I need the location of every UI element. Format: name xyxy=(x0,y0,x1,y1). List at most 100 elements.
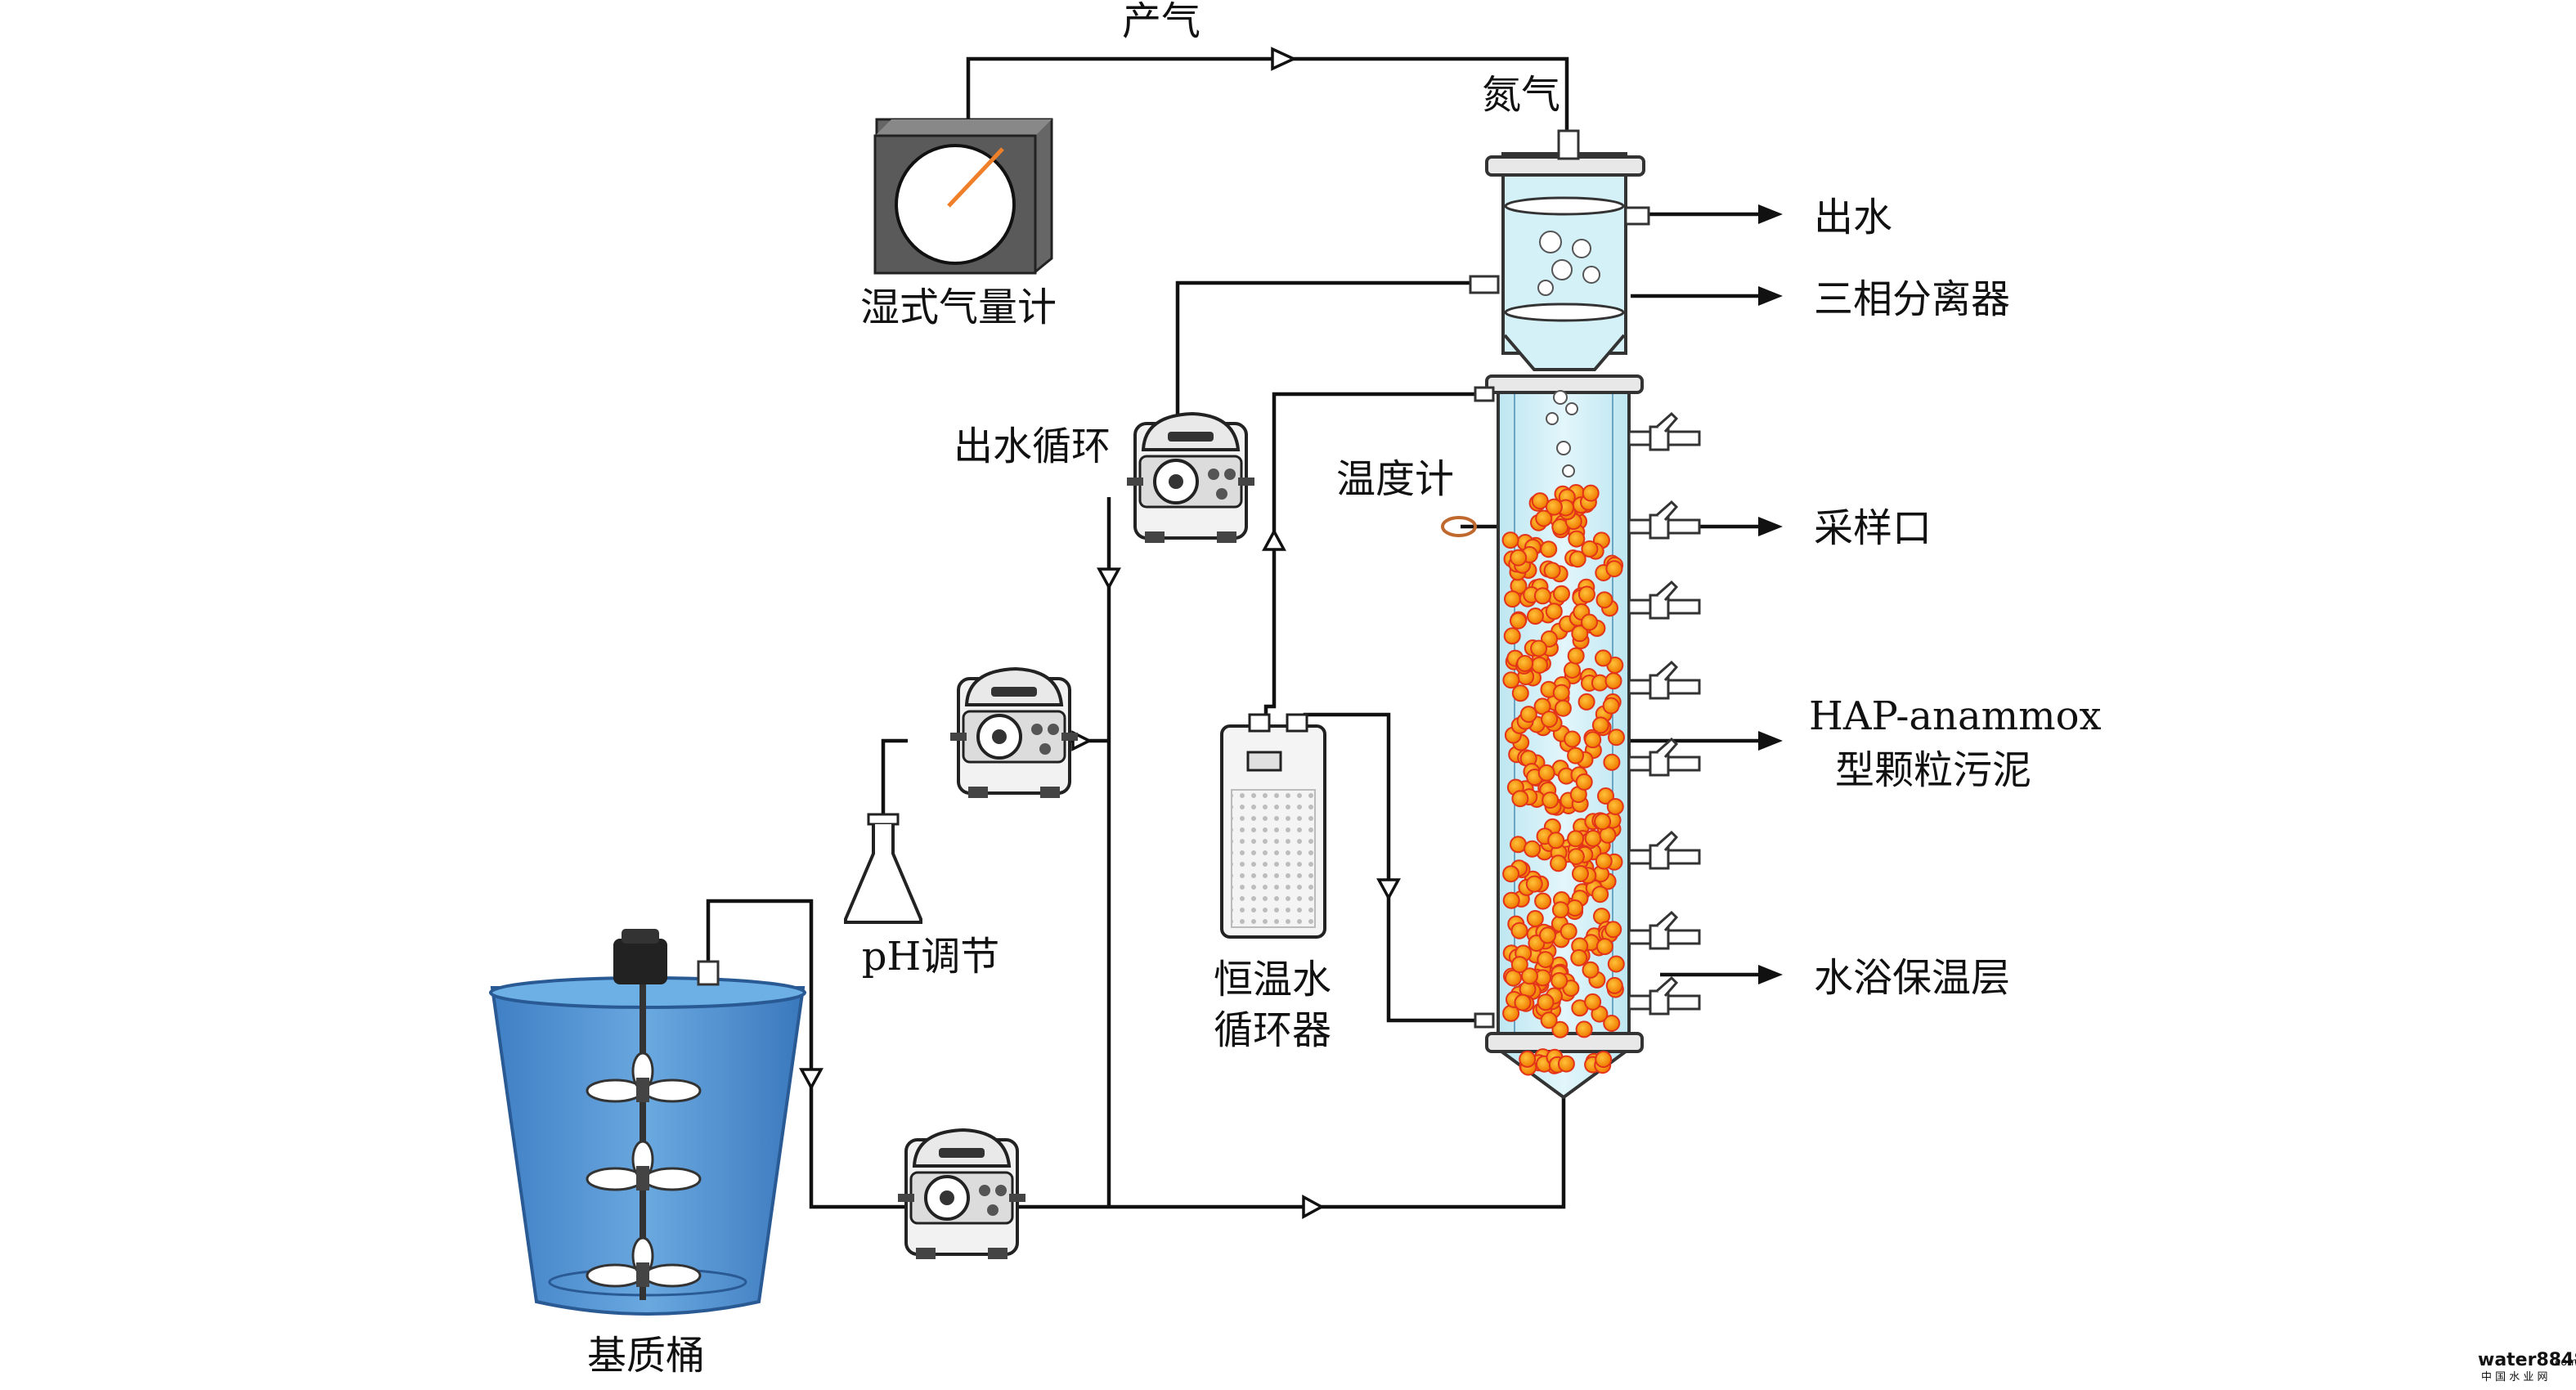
sampling-port[interactable] xyxy=(1627,581,1701,620)
sludge-granule xyxy=(1572,865,1589,882)
gas-bubble xyxy=(1582,266,1600,284)
gas-bubble xyxy=(1553,390,1568,405)
sampling-port[interactable] xyxy=(1627,976,1701,1016)
sludge-granule xyxy=(1541,711,1559,729)
recirc-pump[interactable] xyxy=(1125,412,1256,545)
sampling-port[interactable] xyxy=(1627,738,1701,777)
sludge-granule xyxy=(1553,585,1570,603)
label-sampling: 采样口 xyxy=(1814,505,1932,551)
sludge-granule xyxy=(1537,764,1555,782)
flow-arrow-thermostat-in xyxy=(1376,878,1401,901)
sludge-granule xyxy=(1533,697,1551,715)
sludge-granule xyxy=(1534,892,1552,910)
label-sludge-2: 型颗粒污泥 xyxy=(1835,747,2031,793)
label-thermostat-2: 循环器 xyxy=(1214,1007,1331,1053)
gas-bubble xyxy=(1562,464,1575,478)
sludge-granule xyxy=(1533,587,1551,605)
sludge-granule xyxy=(1605,976,1623,994)
flow-arrow-gas xyxy=(1271,47,1298,71)
recirc-line xyxy=(1175,280,1470,417)
tank-outlet-line xyxy=(706,899,908,1209)
label-effluent: 出水 xyxy=(1814,195,1892,240)
sludge-granule xyxy=(1594,813,1612,831)
sludge-granule xyxy=(1584,731,1602,749)
sludge-granule xyxy=(1540,1011,1558,1029)
sludge-granule xyxy=(1531,492,1549,510)
sludge-granule xyxy=(1568,550,1586,568)
sludge-granule xyxy=(1535,509,1553,527)
sludge-granule xyxy=(1539,926,1556,944)
sludge-granule xyxy=(1537,951,1555,969)
wet-gas-meter xyxy=(873,118,1053,275)
ph-flask xyxy=(844,813,922,924)
label-nitrogen: 氮气 xyxy=(1482,72,1560,118)
gas-line xyxy=(966,56,1569,139)
feed-pump[interactable] xyxy=(896,1128,1027,1261)
thermometer-probe xyxy=(1441,516,1477,537)
sludge-granule xyxy=(1550,854,1568,872)
sludge-granule xyxy=(1577,585,1595,603)
sludge-granule xyxy=(1567,647,1585,665)
label-ph: pH调节 xyxy=(862,934,1000,980)
sludge-granule xyxy=(1567,830,1585,848)
sludge-granule xyxy=(1560,922,1577,940)
sludge-granule xyxy=(1605,560,1623,578)
sludge-granule xyxy=(1511,684,1529,702)
sludge-granule xyxy=(1595,1051,1613,1069)
sludge-granule xyxy=(1510,836,1527,854)
sludge-granule xyxy=(1504,590,1521,608)
sludge-granule xyxy=(1545,603,1563,621)
sludge-granule xyxy=(1514,993,1532,1011)
sludge-granule xyxy=(1564,730,1582,748)
gas-bubble xyxy=(1546,412,1559,425)
sludge-granule xyxy=(1584,993,1602,1011)
sludge-granule xyxy=(1516,655,1534,672)
label-sludge-1: HAP-anammox xyxy=(1809,693,2102,739)
sludge-granule xyxy=(1531,657,1549,674)
sampling-port[interactable] xyxy=(1627,831,1701,870)
sludge-granule xyxy=(1551,901,1569,919)
sludge-granule xyxy=(1597,787,1614,805)
thermostat-in-line xyxy=(1303,712,1482,1023)
sludge-granule xyxy=(1501,531,1519,549)
sludge-granule xyxy=(1527,608,1544,625)
sludge-granule xyxy=(1510,921,1528,939)
ph-line xyxy=(881,738,908,818)
flow-arrow-feed xyxy=(1302,1195,1325,1219)
sampling-port[interactable] xyxy=(1627,661,1701,700)
sludge-granule xyxy=(1519,1050,1537,1068)
sludge-granule xyxy=(1521,967,1538,985)
gas-bubble xyxy=(1556,441,1571,455)
substrate-tank xyxy=(489,929,806,1316)
sludge-granule xyxy=(1543,562,1561,580)
sludge-granule xyxy=(1557,1055,1575,1073)
sludge-granule xyxy=(1526,910,1544,927)
sampling-port[interactable] xyxy=(1627,911,1701,950)
sludge-granule xyxy=(1602,697,1620,715)
sludge-granule xyxy=(1577,693,1595,711)
sludge-granule xyxy=(1582,961,1600,979)
sludge-granule xyxy=(1604,921,1622,939)
flow-arrow-thermostat-out xyxy=(1262,528,1286,551)
watermark-brand: water8848 xyxy=(2478,1350,2576,1370)
sampling-port[interactable] xyxy=(1627,412,1701,451)
sludge-granule xyxy=(1541,630,1558,648)
gas-bubble xyxy=(1537,280,1554,296)
sludge-granule xyxy=(1595,938,1613,956)
sludge-granule xyxy=(1607,955,1625,973)
gas-bubble xyxy=(1565,402,1578,415)
arrow-effluent xyxy=(1758,204,1783,224)
sludge-granule xyxy=(1551,1020,1569,1038)
watermark-sub: 中 国 水 业 网 xyxy=(2481,1371,2548,1383)
sludge-granule xyxy=(1540,540,1558,558)
sludge-granule xyxy=(1567,848,1585,866)
ph-pump[interactable] xyxy=(949,667,1079,800)
label-thermometer: 温度计 xyxy=(1336,456,1454,502)
sampling-port[interactable] xyxy=(1627,500,1701,540)
sludge-granule xyxy=(1581,613,1598,631)
sludge-granule xyxy=(1566,899,1584,917)
sludge-granule xyxy=(1502,891,1520,909)
sludge-granule xyxy=(1581,540,1599,558)
sludge-granule xyxy=(1591,886,1609,904)
